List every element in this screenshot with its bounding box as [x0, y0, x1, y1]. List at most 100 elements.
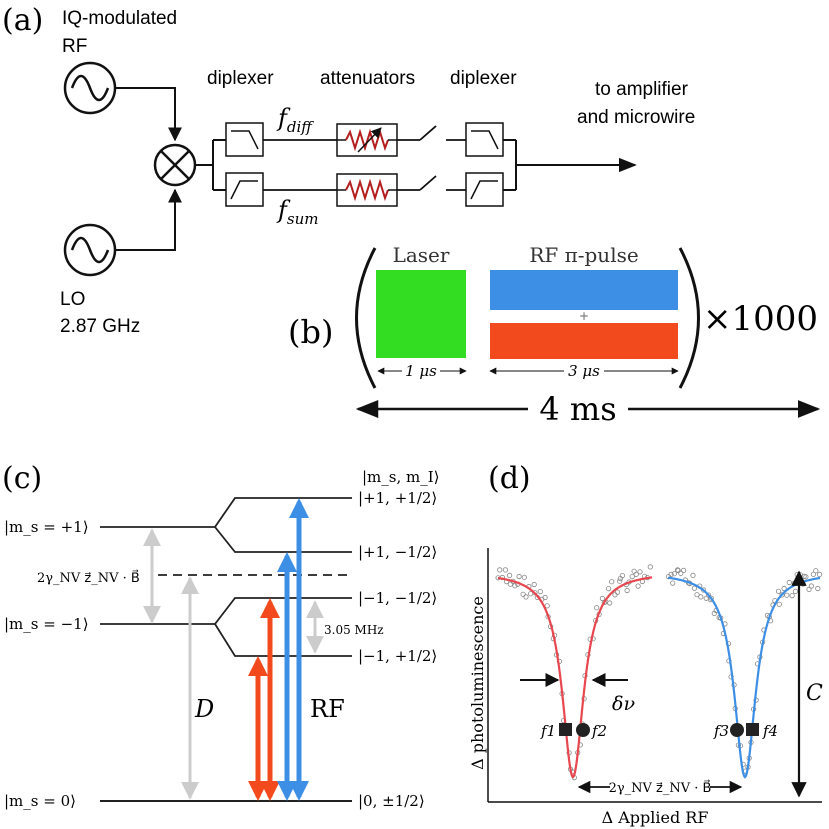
f1-label: f1 — [540, 722, 556, 740]
f4-label: f4 — [762, 722, 778, 740]
scatter-red-point-10 — [516, 573, 522, 580]
level-label-4: |−1, +1/2⟩ — [358, 647, 437, 665]
left-paren — [355, 247, 377, 389]
f2-label: f2 — [591, 722, 607, 740]
f3-marker — [730, 723, 744, 737]
scatter-blue-point-15 — [698, 594, 704, 600]
panel-a: (a) IQ-modulated RF LO 2.87 GHz diplexer… — [2, 3, 695, 337]
variable-attenuator-icon — [336, 123, 398, 157]
mixer-icon — [153, 143, 197, 187]
laser-duration: 1 μs — [405, 362, 437, 380]
f4-marker — [746, 723, 759, 736]
panel-d-label: (d) — [488, 461, 531, 496]
scatter-red-point-69 — [647, 564, 653, 570]
scatter-red-point-6 — [507, 581, 513, 587]
scatter-red-point-64 — [635, 583, 641, 589]
f-sum-label: fsum — [276, 196, 318, 228]
scatter-red-point-22 — [544, 603, 550, 609]
rf-wire — [115, 87, 182, 142]
panel-c-label: (c) — [2, 461, 42, 496]
rf-pulse-red-block — [490, 323, 678, 359]
laser-pulse-block — [376, 270, 466, 358]
scatter-blue-point-54 — [784, 592, 790, 598]
scatter-red-point-52 — [609, 579, 615, 585]
highpass-filter-right-icon — [465, 172, 504, 207]
scatter-red — [495, 564, 653, 781]
level-plus-upper — [100, 497, 352, 528]
scatter-red-point-16 — [531, 581, 537, 588]
ms-plus1-label: |m_s = +1⟩ — [4, 518, 89, 536]
scatter-blue-point-18 — [705, 592, 712, 598]
hyperfine-label: 3.05 MHz — [324, 623, 384, 637]
f-diff-label: fdiff — [276, 104, 314, 136]
scatter-blue-point-12 — [691, 585, 698, 591]
right-paren — [678, 247, 700, 389]
f2-marker — [576, 723, 590, 737]
rf-source-label-line1: IQ-modulated — [62, 8, 177, 29]
scatter-blue-point-67 — [813, 568, 819, 574]
scatter-red-point-19 — [537, 588, 543, 595]
ms-zero-label: |m_s = 0⟩ — [4, 792, 76, 810]
scatter-blue-point-68 — [815, 585, 821, 592]
diplexer-right-label: diplexer — [450, 68, 517, 89]
scatter-red-point-3 — [502, 567, 508, 573]
fixed-attenuator-icon — [336, 173, 398, 207]
scatter-red-point-1 — [497, 567, 503, 573]
panel-d: (d) Δ photoluminescence Δ Applied RF δν … — [468, 461, 823, 827]
scatter-red-point-62 — [631, 568, 637, 574]
scatter-red-point-61 — [629, 573, 635, 580]
repeat-count: ×1000 — [703, 299, 818, 339]
scatter-red-point-5 — [506, 572, 513, 579]
diplexer-left-label: diplexer — [207, 68, 274, 89]
level-label-3: |−1, −1/2⟩ — [358, 589, 437, 607]
scatter-blue-point-6 — [678, 570, 684, 576]
scatter-blue-point-50 — [775, 588, 782, 594]
scatter-blue-point-5 — [675, 567, 681, 574]
lo-label: LO — [60, 289, 85, 310]
scatter-red-point-13 — [523, 594, 529, 600]
scatter-blue-point-58 — [792, 588, 799, 595]
rf-pulse-blue-block — [490, 270, 678, 310]
lo-source-icon — [63, 223, 117, 277]
scatter-blue-point-65 — [808, 583, 815, 589]
scatter-blue-point-1 — [668, 571, 674, 578]
splitting-label: 2γ_NV z⃗_NV · B⃗ — [609, 780, 712, 796]
level-label-2: |+1, −1/2⟩ — [358, 543, 437, 561]
lo-wire — [115, 188, 182, 251]
scatter-blue-point-64 — [806, 586, 812, 593]
fit-curve-red — [497, 576, 653, 779]
laser-label: Laser — [393, 243, 450, 267]
lowpass-filter-right-icon — [465, 122, 504, 157]
scatter-red-point-8 — [512, 583, 518, 589]
attenuators-label: attenuators — [320, 68, 415, 89]
fit-curve-blue — [667, 576, 821, 779]
scatter-red-point-21 — [542, 594, 548, 601]
level-label-1: |+1, +1/2⟩ — [358, 489, 437, 507]
panel-b: (b) Laser RF π-pulse + 1 μs 3 μs ×1000 4… — [288, 243, 821, 428]
scatter-blue-point-55 — [786, 579, 792, 586]
zeeman-label: 2γ_NV z⃗_NV · B⃗ — [37, 570, 140, 586]
y-axis-label: Δ photoluminescence — [468, 596, 487, 770]
level-minus-lower — [214, 623, 352, 657]
lowpass-filter-icon — [225, 122, 264, 157]
rf-source-label-line2: RF — [62, 36, 87, 57]
scatter-blue-point-20 — [708, 595, 714, 601]
x-axis-label: Δ Applied RF — [602, 808, 709, 827]
f3-label: f3 — [713, 722, 729, 740]
contrast-label: C — [806, 681, 823, 706]
rf-source-icon — [63, 61, 117, 115]
scatter-red-point-55 — [617, 578, 623, 584]
switch-upper-icon — [397, 125, 466, 141]
scatter-red-point-53 — [612, 592, 618, 598]
scatter-blue-point-69 — [816, 571, 823, 578]
f1-marker — [559, 723, 572, 736]
scatter-red-point-50 — [605, 585, 612, 592]
total-duration: 4 ms — [539, 390, 616, 428]
level-label-5: |0, ±1/2⟩ — [358, 792, 425, 810]
scatter-blue-point-13 — [694, 592, 700, 598]
scatter-blue-point-66 — [810, 571, 817, 577]
scatter-blue-point-56 — [789, 592, 795, 599]
output-label-line1: to amplifier — [595, 79, 689, 100]
